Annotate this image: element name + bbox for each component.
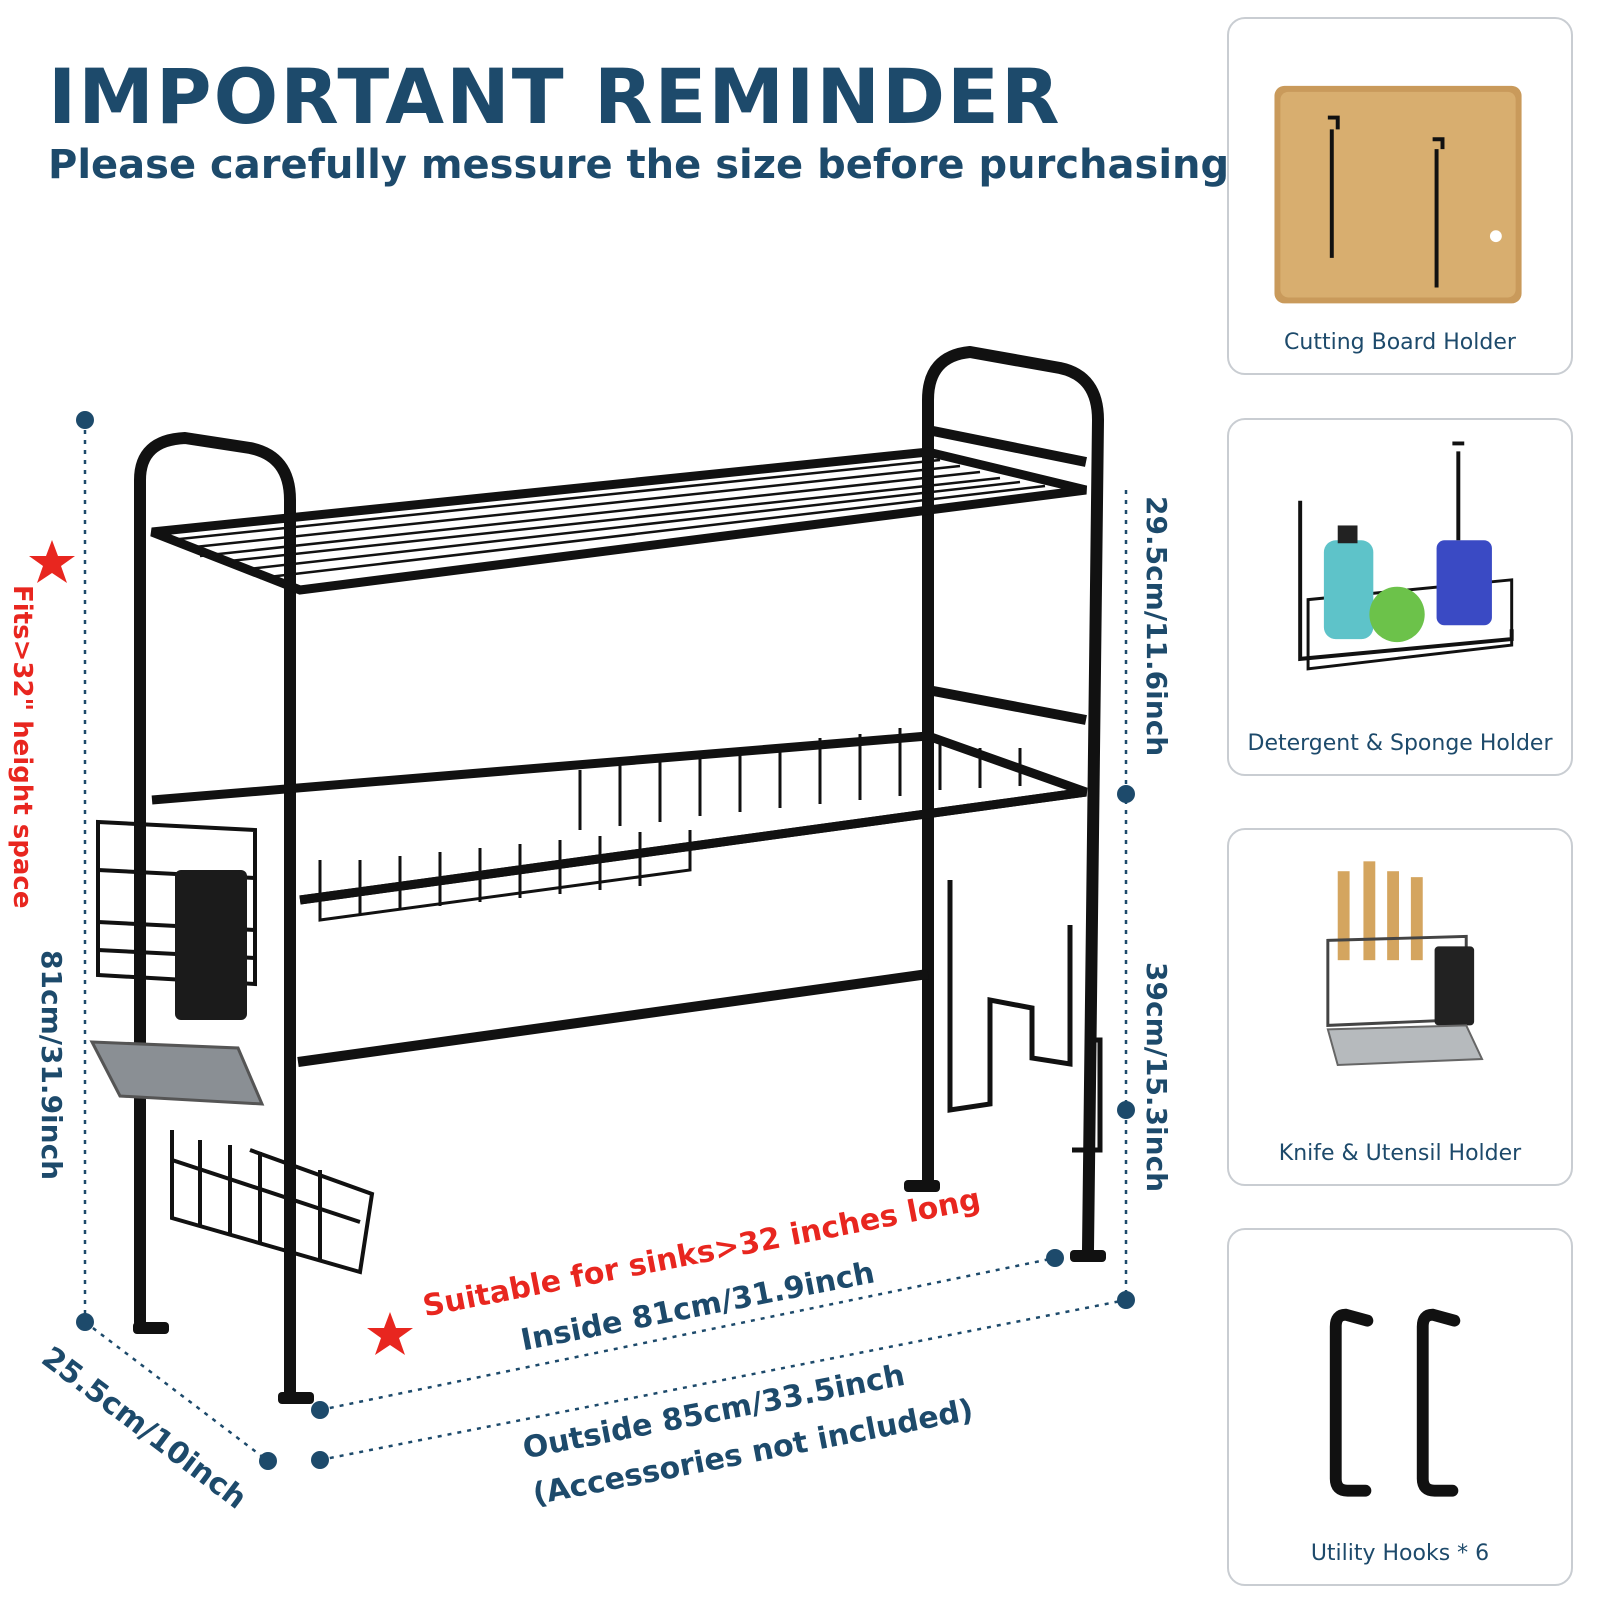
rack-frame bbox=[134, 346, 1104, 1398]
total-height-label: 81cm/31.9inch bbox=[35, 950, 68, 1181]
accessory-caption: Utility Hooks * 6 bbox=[1310, 1541, 1490, 1566]
upper-tier-label: 29.5cm/11.6inch bbox=[1140, 496, 1173, 757]
drip-tray bbox=[89, 1040, 265, 1106]
cutting-board-holder-icon bbox=[1274, 85, 1522, 304]
dish-rack-illustration bbox=[29, 346, 1135, 1470]
rack-feet bbox=[133, 1180, 1106, 1404]
accessory-caption: Cutting Board Holder bbox=[1284, 330, 1516, 355]
bottom-crossbar bbox=[297, 425, 1087, 1067]
star-icon-sink bbox=[367, 1312, 413, 1355]
side-basket bbox=[170, 1130, 375, 1275]
accessory-caption: Detergent & Sponge Holder bbox=[1247, 731, 1553, 756]
board-holder-frame bbox=[947, 880, 1103, 1153]
accessory-caption: Knife & Utensil Holder bbox=[1278, 1141, 1522, 1166]
utensil-cup bbox=[175, 870, 247, 1020]
accessory-card-knife-holder: Knife & Utensil Holder bbox=[1227, 828, 1573, 1186]
top-shelf bbox=[150, 447, 1088, 595]
fits-height-label: Fits>32" height space bbox=[7, 585, 37, 909]
dimension-dots bbox=[76, 411, 1135, 1470]
star-icon bbox=[29, 540, 75, 583]
dimension-lines bbox=[83, 420, 1128, 1462]
accessory-card-sponge-holder: Detergent & Sponge Holder bbox=[1227, 418, 1573, 776]
sponge-holder-icon bbox=[1298, 441, 1514, 671]
lower-tier-label: 39cm/15.3inch bbox=[1140, 962, 1173, 1193]
page-subtitle: Please carefully messure the size before… bbox=[48, 142, 1230, 188]
utility-hooks-icon bbox=[1329, 1308, 1461, 1497]
knife-holder-icon bbox=[1326, 861, 1484, 1066]
dish-shelf bbox=[151, 728, 1088, 922]
accessory-card-hooks: Utility Hooks * 6 bbox=[1227, 1228, 1573, 1586]
accessory-card-cutting-board: Cutting Board Holder bbox=[1227, 17, 1573, 375]
page-title: IMPORTANT REMINDER bbox=[48, 52, 1062, 141]
